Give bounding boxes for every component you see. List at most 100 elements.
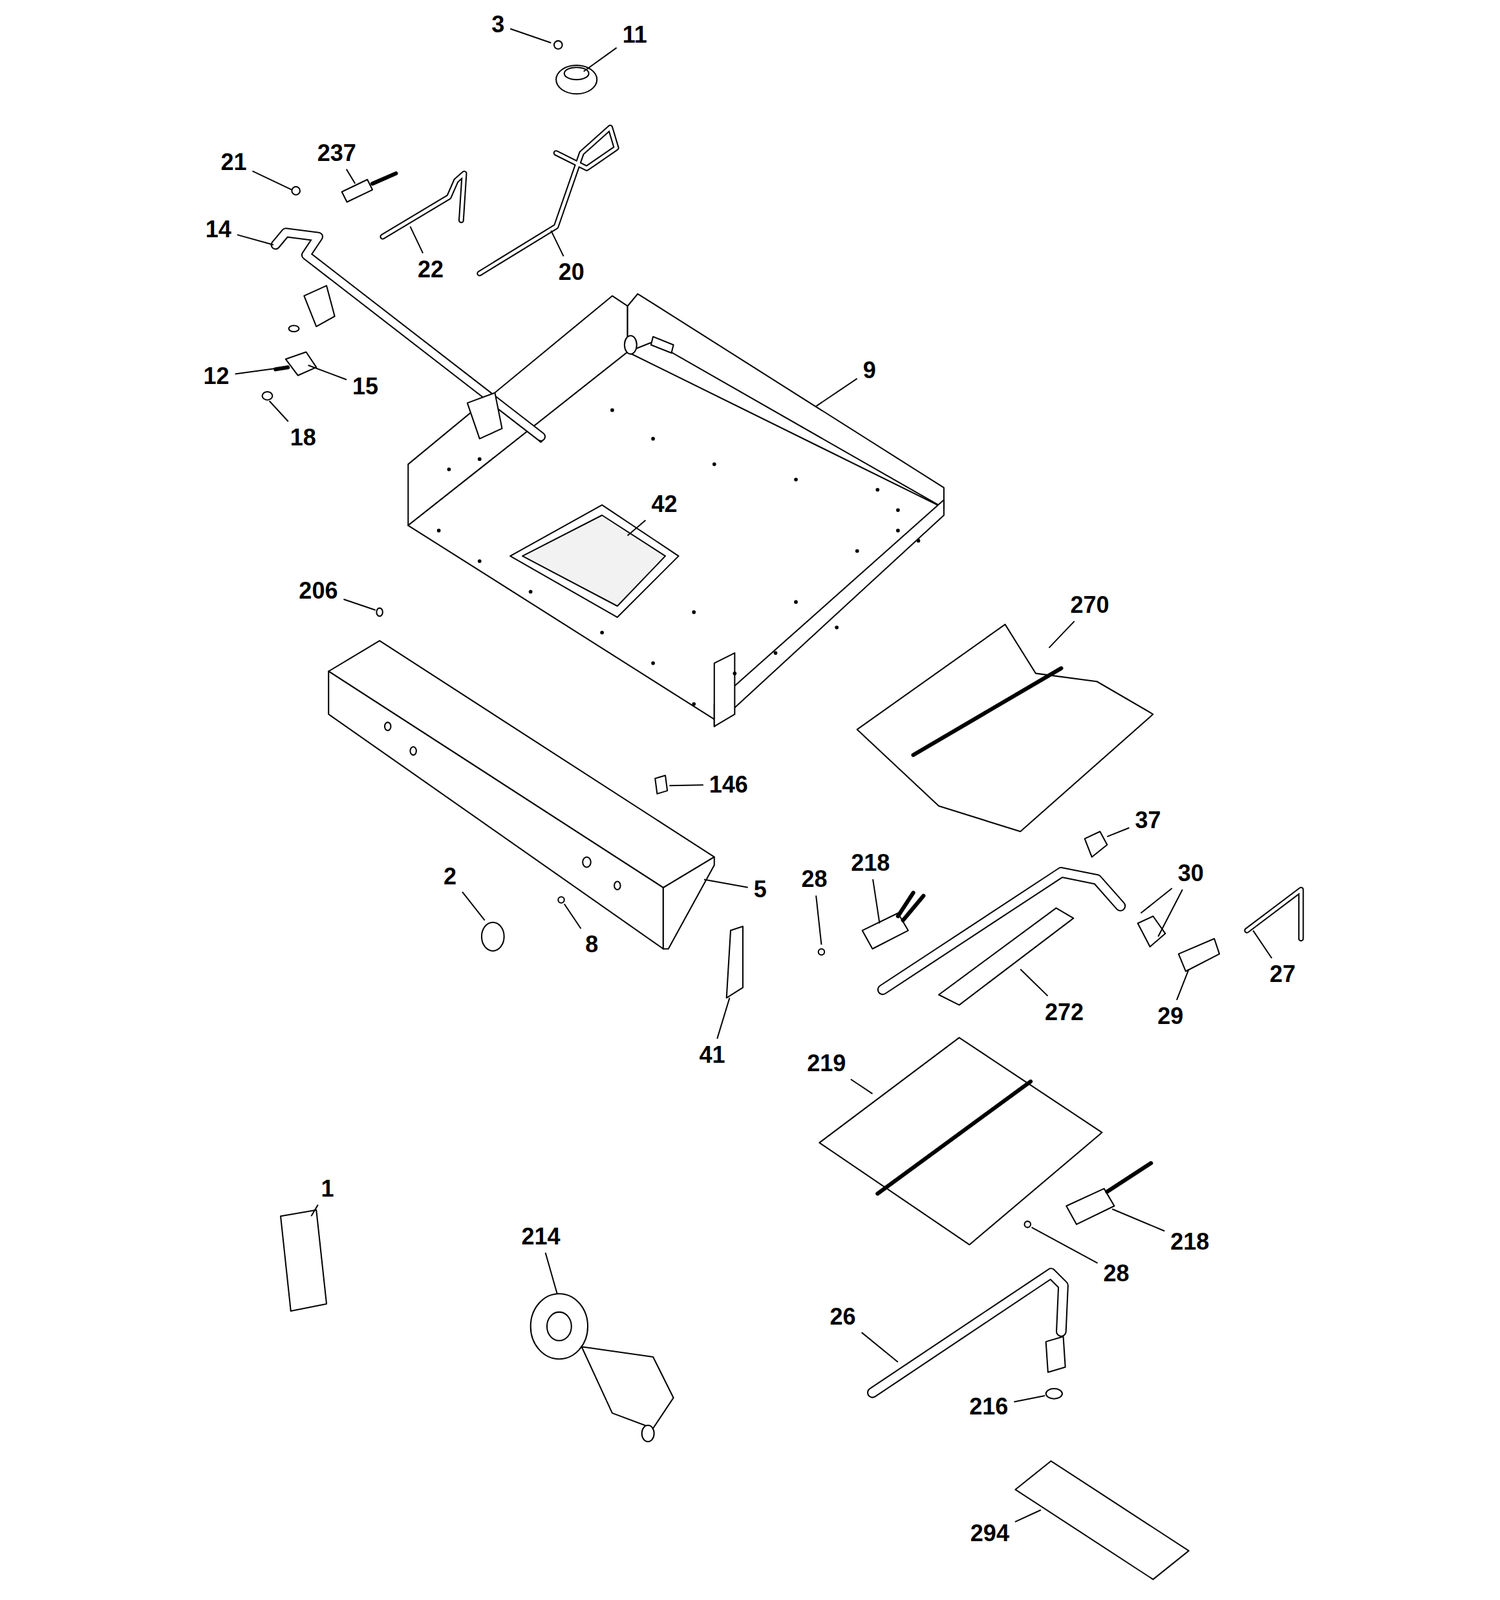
leader-line: [1031, 1227, 1098, 1264]
leader-line: [850, 1079, 873, 1094]
washer: [289, 325, 300, 332]
burner-cap: [564, 67, 590, 80]
leader-line: [1157, 889, 1183, 937]
callout-number: 29: [1155, 1004, 1186, 1029]
callout-number: 18: [288, 425, 319, 450]
callout-number: 270: [1068, 592, 1112, 618]
callout-number: 28: [799, 867, 829, 892]
panel-top: [328, 640, 715, 888]
leader-line: [704, 879, 749, 888]
panel-hole: [384, 722, 391, 731]
leader-line: [717, 998, 730, 1040]
tube: [479, 127, 617, 274]
fitting-stem-outline: [372, 173, 396, 184]
callout-number: 5: [751, 877, 769, 902]
leader-line: [1013, 1395, 1045, 1403]
clip: [654, 775, 668, 794]
leader-line: [1253, 930, 1272, 959]
callout-number: 14: [203, 217, 234, 242]
leader-line: [1106, 828, 1129, 838]
igniter: [862, 913, 909, 950]
tray-hole: [732, 671, 737, 676]
leader-line: [815, 895, 822, 945]
leader-line: [816, 378, 858, 407]
tray-hole: [834, 625, 839, 630]
leader-line: [1112, 1209, 1165, 1232]
leader-line: [583, 47, 617, 72]
tray-hole: [477, 457, 482, 461]
gas-line: [1247, 889, 1302, 939]
callout-number: 216: [967, 1394, 1010, 1420]
leader-line: [861, 1332, 899, 1363]
valve-outlet: [642, 1425, 655, 1442]
callout-number: 206: [296, 578, 340, 604]
tray-hole: [773, 651, 778, 655]
burner-tube-outline: [872, 1273, 1063, 1394]
tray-hole: [896, 528, 900, 533]
igniter: [1066, 1189, 1115, 1225]
burner-tube: [872, 1273, 1063, 1394]
air-shutter: [1046, 1336, 1066, 1372]
leader-line: [1048, 621, 1074, 648]
leader-line: [462, 892, 485, 921]
tray-hole: [437, 528, 441, 533]
panel-lip: [663, 857, 715, 950]
channel: [1015, 1461, 1189, 1580]
leader-line: [252, 171, 292, 191]
literature-envelope: [280, 1210, 327, 1312]
tray-hole: [691, 610, 696, 615]
tab: [1084, 831, 1108, 857]
tray-hole: [610, 408, 615, 413]
callout-number: 41: [697, 1042, 728, 1068]
manifold-bracket: [467, 393, 503, 440]
igniter-wire-outline: [1106, 1163, 1151, 1192]
tray-hole: [875, 488, 880, 493]
callout-number: 30: [1176, 861, 1206, 886]
callout-number: 37: [1132, 808, 1163, 833]
nut: [818, 949, 825, 955]
callout-number: 218: [1168, 1229, 1211, 1255]
window-panel: [522, 515, 666, 606]
manifold-bracket: [303, 285, 335, 327]
tray-hole: [447, 467, 452, 472]
callout-number: 3: [489, 12, 507, 37]
callout-number: 11: [620, 22, 650, 48]
orifice: [1178, 938, 1220, 972]
tray-hole: [600, 631, 604, 635]
valve-housing: [581, 1346, 674, 1429]
leader-line: [564, 903, 582, 929]
leader-line: [510, 28, 551, 43]
drawing: [262, 40, 1302, 1580]
burner-bracket: [938, 908, 1074, 1006]
leader-line: [1176, 969, 1190, 1001]
callout-number: 1: [319, 1176, 337, 1202]
leader-line: [1020, 969, 1048, 996]
tray-hole: [916, 539, 921, 544]
screw: [376, 608, 383, 617]
leader-line: [310, 1205, 318, 1217]
callout-number: 22: [415, 257, 446, 282]
leader-line: [346, 169, 355, 184]
callout-number: 218: [848, 850, 892, 876]
burner-head: [556, 65, 597, 94]
callout-number: 12: [201, 364, 232, 389]
leader-line: [669, 784, 703, 787]
callout-number: 20: [556, 259, 587, 285]
tray-hole: [528, 590, 533, 595]
callout-number: 26: [828, 1304, 858, 1330]
leader-line: [1140, 888, 1172, 913]
nut: [1046, 1388, 1063, 1400]
nut: [262, 391, 273, 401]
leader-line: [627, 520, 646, 536]
callout-number: 237: [315, 140, 359, 166]
valve-dial: [546, 1312, 572, 1341]
screw: [557, 896, 564, 903]
gas-line-outline: [1247, 889, 1302, 939]
callout-number: 15: [350, 374, 381, 399]
leader-lines: [235, 28, 1272, 1522]
tray-floor: [407, 351, 944, 719]
cover: [726, 926, 743, 998]
tray-hole: [477, 559, 482, 564]
panel-hole: [614, 881, 621, 891]
